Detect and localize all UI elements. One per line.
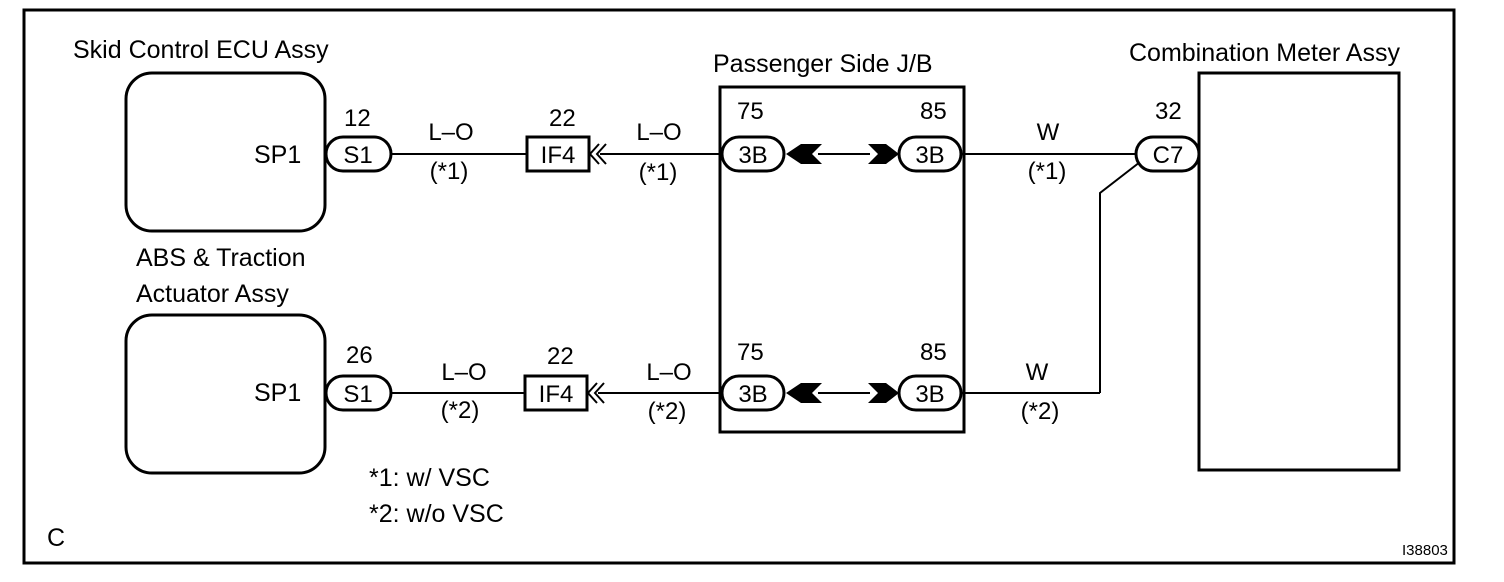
bottom-jb-out-connector [897, 374, 963, 412]
note-no-vsc: *2: w/o VSC [369, 500, 504, 528]
abs-actuator-title-line1: ABS & Traction [136, 244, 306, 272]
top-wire3-color: W [1037, 119, 1060, 146]
top-wire2-note: (*1) [639, 159, 678, 186]
top-jb-in-arrow-icon [786, 144, 822, 164]
figure-id: I38803 [1402, 542, 1448, 559]
top-ic-connector-label: IF4 [541, 142, 576, 169]
bottom-wire3-color: W [1026, 359, 1049, 386]
bottom-ecu-pin-number: 26 [346, 342, 373, 369]
bottom-jb-out-pin-number: 85 [920, 339, 947, 366]
combination-meter-title: Combination Meter Assy [1129, 39, 1400, 67]
top-jb-out-connector [897, 135, 963, 173]
meter-connector-label: C7 [1153, 142, 1184, 169]
note-vsc: *1: w/ VSC [369, 464, 490, 492]
top-wire3-note: (*1) [1028, 158, 1067, 185]
top-ic-arrow-icon [588, 143, 607, 165]
bottom-jb-out-connector-label: 3B [915, 381, 944, 408]
skid-control-ecu-title: Skid Control ECU Assy [73, 36, 329, 64]
top-jb-in-pin-number: 75 [737, 98, 764, 125]
top-ecu-connector [324, 135, 393, 173]
bottom-wire1-color: L–O [441, 359, 486, 386]
meter-pin-number: 32 [1155, 98, 1182, 125]
bottom-wire2-color: L–O [646, 359, 691, 386]
corner-letter: C [47, 524, 65, 552]
bottom-ecu-connector-label: S1 [343, 381, 372, 408]
top-jb-in-connector-label: 3B [738, 142, 767, 169]
top-jb-out-connector-label: 3B [915, 142, 944, 169]
bottom-wire1-note: (*2) [441, 397, 480, 424]
bottom-ecu-connector [324, 374, 393, 412]
bottom-wire2-note: (*2) [648, 398, 687, 425]
bottom-jb-in-connector [720, 374, 786, 412]
bottom-ic-pin-number: 22 [547, 343, 574, 370]
top-ecu-pin-number: 12 [344, 105, 371, 132]
top-jb-in-connector [720, 135, 786, 173]
top-wire2-color: L–O [636, 119, 681, 146]
combination-meter-box [1197, 71, 1401, 472]
bottom-jb-in-arrow-icon [786, 383, 822, 403]
top-wire1-note: (*1) [430, 158, 469, 185]
bottom-jb-in-pin-number: 75 [737, 339, 764, 366]
top-wire1-color: L–O [428, 119, 473, 146]
meter-connector [1134, 135, 1201, 173]
abs-actuator-title-line2: Actuator Assy [136, 280, 289, 308]
skid-ecu-terminal-label: SP1 [254, 141, 301, 169]
passenger-jb-title: Passenger Side J/B [713, 50, 933, 78]
top-ecu-connector-label: S1 [343, 142, 372, 169]
abs-actuator-terminal-label: SP1 [254, 379, 301, 407]
bottom-ic-arrow-icon [586, 382, 605, 404]
bottom-ic-connector-label: IF4 [539, 381, 574, 408]
top-ic-pin-number: 22 [549, 105, 576, 132]
top-jb-out-pin-number: 85 [920, 98, 947, 125]
bottom-jb-out-arrow-icon [868, 383, 899, 403]
wire-lines [391, 153, 1141, 394]
bottom-jb-in-connector-label: 3B [738, 381, 767, 408]
bottom-wire3-note: (*2) [1021, 398, 1060, 425]
top-jb-out-arrow-icon [868, 144, 899, 164]
